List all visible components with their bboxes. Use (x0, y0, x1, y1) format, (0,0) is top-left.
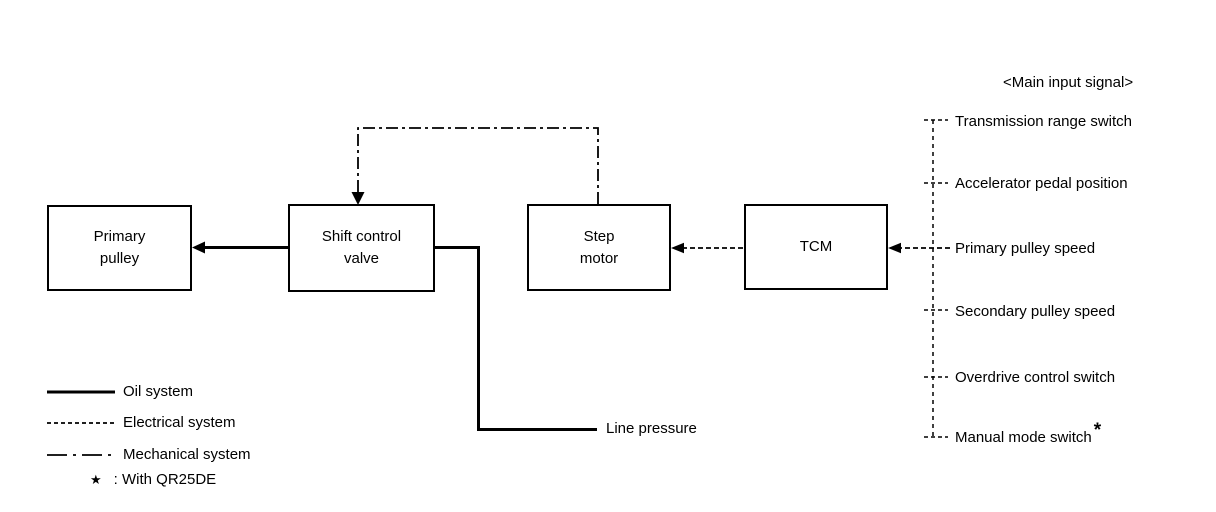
shift-control-valve-box: Shift control valve (288, 204, 435, 292)
legend-footnote-text: : With QR25DE (113, 471, 217, 488)
signal-label: Transmission range switch (955, 113, 1133, 130)
oil-line-sample-icon (47, 390, 115, 394)
signal-item-secondary-pulley-speed: Secondary pulley speed (955, 301, 1117, 322)
signal-item-primary-pulley-speed: Primary pulley speed (955, 238, 1097, 259)
signal-label: Secondary pulley speed (955, 303, 1116, 320)
primary-pulley-label: Primary pulley (93, 228, 146, 267)
signal-item-overdrive-control-switch: Overdrive control switch (955, 367, 1117, 388)
mechanical-system-line (351, 127, 599, 205)
step-motor-label: Step motor (579, 227, 619, 267)
shift-control-valve-label: Shift control valve (321, 228, 402, 267)
mechanical-line-sample-icon (47, 454, 115, 456)
legend-item-electrical-system: Electrical system (46, 413, 236, 433)
legend-item-oil-system: Oil system (46, 382, 193, 402)
legend-label: Mechanical system (123, 446, 251, 463)
signal-label: Primary pulley speed (955, 240, 1096, 257)
main-input-signal-header: <Main input signal> (1003, 74, 1134, 91)
tcm-box: TCM (744, 204, 888, 290)
step-motor-box: Step motor (527, 204, 671, 291)
legend-footnote: ★ : With QR25DE (90, 470, 216, 491)
signal-item-transmission-range-switch: Transmission range switch (955, 111, 1134, 132)
signal-label: Accelerator pedal position (955, 175, 1128, 192)
electrical-line-sample-icon (47, 422, 115, 424)
signal-label: Overdrive control switch (955, 369, 1116, 386)
star-icon: ★ (90, 473, 102, 488)
signal-label: Manual mode switch (955, 429, 1092, 446)
signal-footnote-marker: * (1093, 420, 1102, 441)
legend-label: Electrical system (123, 414, 236, 431)
primary-pulley-box: Primary pulley (47, 205, 192, 291)
legend-item-mechanical-system: Mechanical system (46, 445, 251, 465)
tcm-label: TCM (799, 238, 833, 255)
signal-item-manual-mode-switch: Manual mode switch* (955, 421, 1101, 448)
signal-item-accelerator-pedal-position: Accelerator pedal position (955, 173, 1130, 194)
legend-label: Oil system (123, 383, 194, 400)
line-pressure-label: Line pressure (606, 420, 697, 437)
